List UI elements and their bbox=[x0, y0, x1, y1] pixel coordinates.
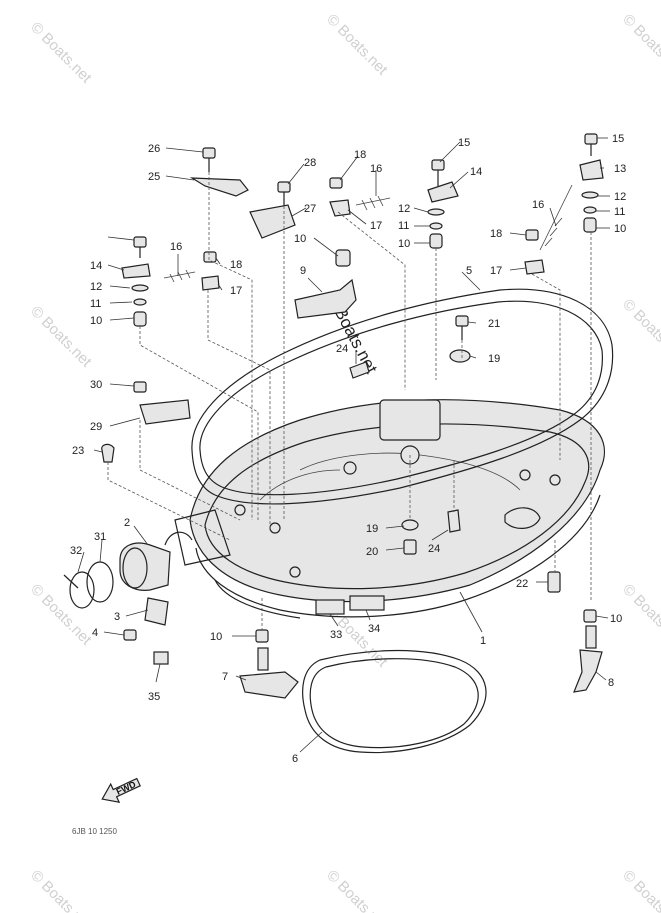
callout: 11 bbox=[398, 220, 409, 232]
watermark-bottom-left: © Boats.net bbox=[27, 867, 95, 913]
callout: 18 bbox=[354, 149, 366, 161]
watermark-bottom-right: © Boats.net bbox=[619, 867, 661, 913]
callout: 10 bbox=[90, 315, 102, 327]
callout: 24 bbox=[428, 543, 440, 555]
callout: 17 bbox=[230, 285, 242, 297]
callout: 21 bbox=[488, 318, 500, 330]
callout: 17 bbox=[490, 265, 502, 277]
fwd-arrow-icon: FWD bbox=[101, 777, 141, 804]
callout: 26 bbox=[148, 143, 160, 155]
hardware-parts bbox=[63, 133, 604, 699]
watermark-low-left: © Boats.net bbox=[27, 581, 95, 649]
watermark-top-left: © Boats.net bbox=[27, 19, 95, 87]
callout-labels: 26 25 28 18 16 15 14 27 17 12 11 10 13 1… bbox=[70, 133, 626, 765]
watermark-top-center: © Boats.net bbox=[323, 11, 391, 79]
callout: 12 bbox=[90, 281, 102, 293]
callout: 11 bbox=[90, 298, 101, 310]
callout: 27 bbox=[304, 203, 316, 215]
callout: 19 bbox=[366, 523, 378, 535]
callout: 15 bbox=[612, 133, 624, 145]
callout: 25 bbox=[148, 171, 160, 183]
callout: 13 bbox=[614, 163, 626, 175]
callout: 23 bbox=[72, 445, 84, 457]
callout: 18 bbox=[490, 228, 502, 240]
callout: 24 bbox=[336, 343, 348, 355]
callout: 16 bbox=[532, 199, 544, 211]
callout: 33 bbox=[330, 629, 342, 641]
callout: 14 bbox=[90, 260, 102, 272]
callout: 16 bbox=[370, 163, 382, 175]
callout: 10 bbox=[610, 613, 622, 625]
callout: 35 bbox=[148, 691, 160, 703]
callout: 12 bbox=[398, 203, 410, 215]
leader-lines bbox=[77, 137, 610, 753]
callout: 10 bbox=[210, 631, 222, 643]
callout: 8 bbox=[608, 677, 614, 689]
watermark-low-right: © Boats.net bbox=[619, 581, 661, 649]
cowling-seal bbox=[191, 288, 614, 505]
watermark-bottom-center: © Boats.net bbox=[323, 867, 391, 913]
watermark-mid-right: © Boats.net bbox=[619, 296, 661, 364]
callout: 20 bbox=[366, 546, 378, 558]
callout: 28 bbox=[304, 157, 316, 169]
callout: 12 bbox=[614, 191, 626, 203]
callout: 7 bbox=[222, 671, 228, 683]
callout: 4 bbox=[92, 627, 98, 639]
callout: 1 bbox=[480, 635, 486, 647]
callout: 10 bbox=[294, 233, 306, 245]
watermark-top-right: © Boats.net bbox=[619, 11, 661, 79]
callout: 9 bbox=[300, 265, 306, 277]
callout: 2 bbox=[124, 517, 130, 529]
callout: 22 bbox=[516, 578, 528, 590]
callout: 17 bbox=[370, 220, 382, 232]
callout: 11 bbox=[614, 206, 625, 218]
callout: 19 bbox=[488, 353, 500, 365]
callout: 15 bbox=[458, 137, 470, 149]
figure-code: 6JB 10 1250 bbox=[72, 827, 117, 836]
callout: 10 bbox=[614, 223, 626, 235]
gasket bbox=[302, 649, 487, 754]
assembly-guides bbox=[107, 172, 592, 630]
callout: 3 bbox=[114, 611, 120, 623]
bottom-cowling bbox=[164, 399, 605, 619]
callout: 31 bbox=[94, 531, 106, 543]
callout: 6 bbox=[292, 753, 298, 765]
callout: 29 bbox=[90, 421, 102, 433]
callout: 5 bbox=[466, 265, 472, 277]
callout: 14 bbox=[470, 166, 482, 178]
callout: 32 bbox=[70, 545, 82, 557]
callout: 18 bbox=[230, 259, 242, 271]
callout: 16 bbox=[170, 241, 182, 253]
callout: 10 bbox=[398, 238, 410, 250]
watermark-mid-left: © Boats.net bbox=[27, 303, 95, 371]
callout: 30 bbox=[90, 379, 102, 391]
callout: 34 bbox=[368, 623, 380, 635]
